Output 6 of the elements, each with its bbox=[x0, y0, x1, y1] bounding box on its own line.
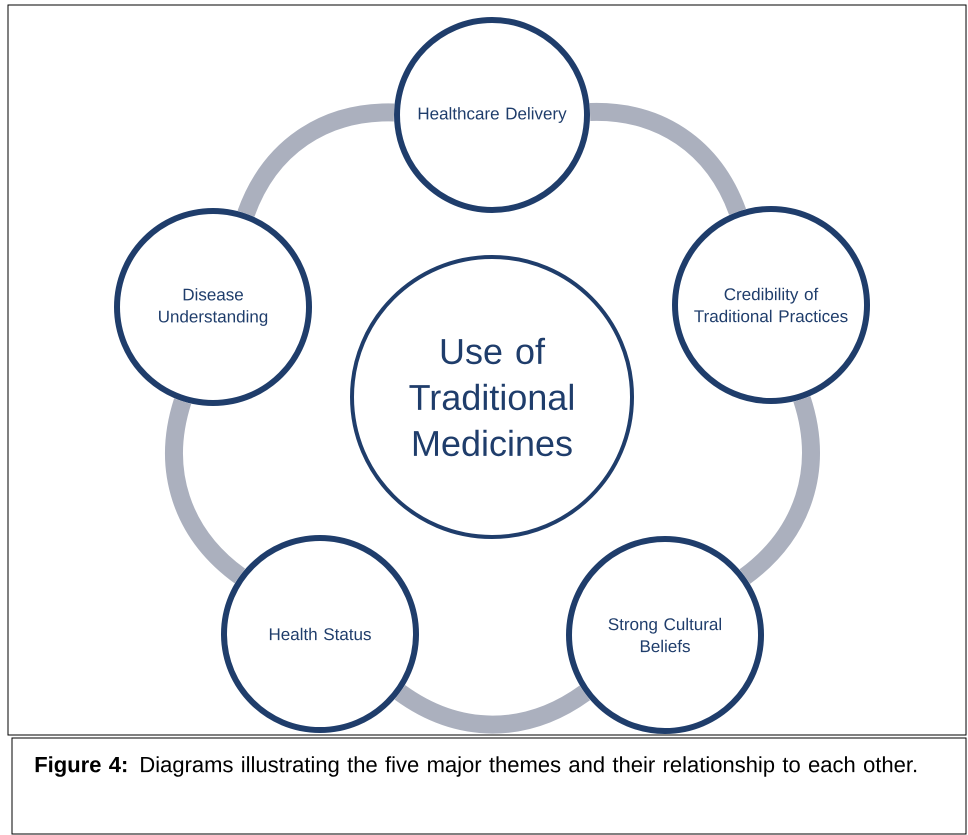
ring-segment bbox=[238, 103, 394, 218]
ring-segment bbox=[590, 103, 746, 216]
ring-segment bbox=[165, 398, 246, 584]
ring-segment bbox=[394, 684, 590, 734]
caption: Figure 4: Diagrams illustrating the five major themes and their relationship to each other. bbox=[12, 738, 967, 834]
ring-segment bbox=[739, 396, 820, 584]
